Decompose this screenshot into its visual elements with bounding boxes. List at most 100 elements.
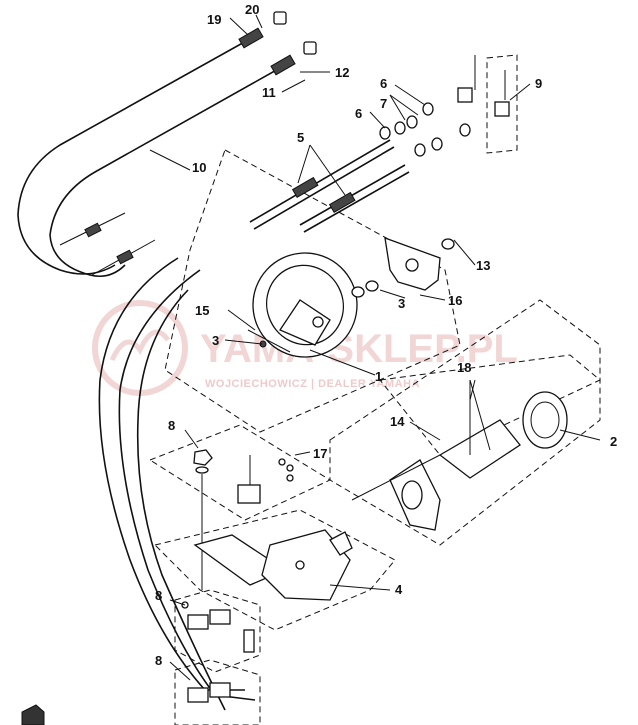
bracket-17-nut-c <box>286 474 294 482</box>
cable-10-dash-1 <box>17 144 61 216</box>
clamp-8-lower-b <box>209 682 231 698</box>
bush-3-b <box>365 280 379 292</box>
bush-3-a <box>351 286 365 298</box>
base-plate-clamp <box>329 531 353 556</box>
base-plate-hole <box>295 560 305 570</box>
callouts: 19 20 12 11 6 7 6 9 5 10 13 16 3 15 3 1 … <box>155 2 617 668</box>
wheel-hub <box>279 299 331 346</box>
callout-18: 18 <box>457 360 471 375</box>
cable-10-inner <box>49 67 281 278</box>
callout-3-upper: 3 <box>398 296 405 311</box>
helm-plate-hole <box>401 480 423 510</box>
clamp-8-lower-a <box>187 687 209 703</box>
pointer-18-b <box>469 379 491 451</box>
cable-10-end-lower <box>116 249 134 265</box>
cable-run-c <box>136 289 226 711</box>
washer-7-a <box>394 121 406 135</box>
clamp-group-outline-bottom <box>174 659 261 725</box>
fitting-12-clip <box>303 41 317 55</box>
watermark-logo-wave-icon <box>109 329 171 362</box>
fitting-20-clip <box>273 11 287 25</box>
callout-17: 17 <box>313 446 327 461</box>
clamp-8-upper-a <box>187 614 209 630</box>
screw-15 <box>247 329 291 353</box>
cable-5-lower-b <box>303 171 410 233</box>
clamp-group <box>181 601 231 703</box>
fitting-19 <box>238 27 264 49</box>
o-ring-13 <box>441 238 455 250</box>
callout-8-lower: 8 <box>155 653 162 668</box>
cable-5-fitting-lower <box>328 191 356 214</box>
callout-16: 16 <box>448 293 462 308</box>
steering-wheel-group-outline <box>164 149 461 433</box>
callout-20: 20 <box>245 2 259 17</box>
callout-12: 12 <box>335 65 349 80</box>
bracket-17-block <box>237 484 261 504</box>
callout-9: 9 <box>535 76 542 91</box>
cable-10-outer <box>17 39 249 275</box>
helm-pulley-2 <box>522 391 568 449</box>
cable-run-a <box>98 257 245 691</box>
washer-lower-b <box>431 137 443 151</box>
junction-box-outline <box>486 54 518 154</box>
washer-lower-a <box>414 143 426 157</box>
cable-5-lower <box>299 164 406 226</box>
callout-7: 7 <box>380 96 387 111</box>
washer-6-right <box>422 102 434 116</box>
helm-unit <box>351 379 568 531</box>
bracket-17-group <box>193 449 294 590</box>
callout-5: 5 <box>297 130 304 145</box>
upper-fittings <box>238 11 510 157</box>
bracket-17-nut-a <box>278 458 286 466</box>
callout-2: 2 <box>610 434 617 449</box>
cable-5-upper <box>249 139 391 223</box>
washer-8-top <box>195 466 209 474</box>
callout-10: 10 <box>192 160 206 175</box>
callout-15: 15 <box>195 303 209 318</box>
cable-run-b <box>118 269 256 701</box>
cables <box>17 39 410 711</box>
base-plate-group <box>193 529 353 653</box>
wheel-center-bolt <box>312 316 324 328</box>
callout-6-upper: 6 <box>380 76 387 91</box>
cable-5-upper-b <box>253 146 395 230</box>
callout-6-lower: 6 <box>355 106 362 121</box>
fitting-11 <box>270 54 296 76</box>
base-group-outline <box>154 509 396 631</box>
callout-14: 14 <box>390 414 405 429</box>
callout-8-upper: 8 <box>168 418 175 433</box>
base-plate-4 <box>261 529 351 601</box>
watermark-text: YAMA-SKLEP.PL <box>200 327 518 371</box>
washer-7-b <box>406 115 418 129</box>
callout-11: 11 <box>262 85 276 100</box>
nut-8-top <box>193 449 213 466</box>
upper-helm-outline <box>379 354 601 456</box>
callout-3-lower: 3 <box>212 333 219 348</box>
clamp-8-upper-b <box>209 609 231 625</box>
washer-lower-c <box>459 123 471 137</box>
callout-13: 13 <box>476 258 490 273</box>
corner-mark-icon <box>21 704 45 725</box>
cable-5-fitting-upper <box>291 176 319 199</box>
mount-plate-hole <box>405 258 419 272</box>
joint-9-lower <box>494 101 510 117</box>
helm-bracket-14 <box>438 419 521 479</box>
steering-wheel <box>247 252 358 358</box>
watermark: YAMA-SKLEP.PL WOJCIECHOWICZ | DEALER YAM… <box>92 300 518 396</box>
base-plate-stud <box>243 629 255 653</box>
watermark-subtext: WOJCIECHOWICZ | DEALER YAMAHA <box>205 378 420 390</box>
bracket-17-nut-b <box>286 464 294 472</box>
leader-lines <box>149 14 601 681</box>
helm-shaft <box>351 454 441 501</box>
callout-8-middle: 8 <box>155 588 162 603</box>
callout-1: 1 <box>375 369 382 384</box>
joint-9-upper <box>457 87 473 103</box>
bracket-group-outline <box>148 424 332 521</box>
callout-19: 19 <box>207 12 221 27</box>
cable-10-end-upper <box>84 222 102 238</box>
washer-6-left <box>379 126 391 140</box>
helm-pulley-inner <box>530 401 560 439</box>
mount-plate <box>351 237 455 298</box>
callout-4: 4 <box>395 582 403 597</box>
